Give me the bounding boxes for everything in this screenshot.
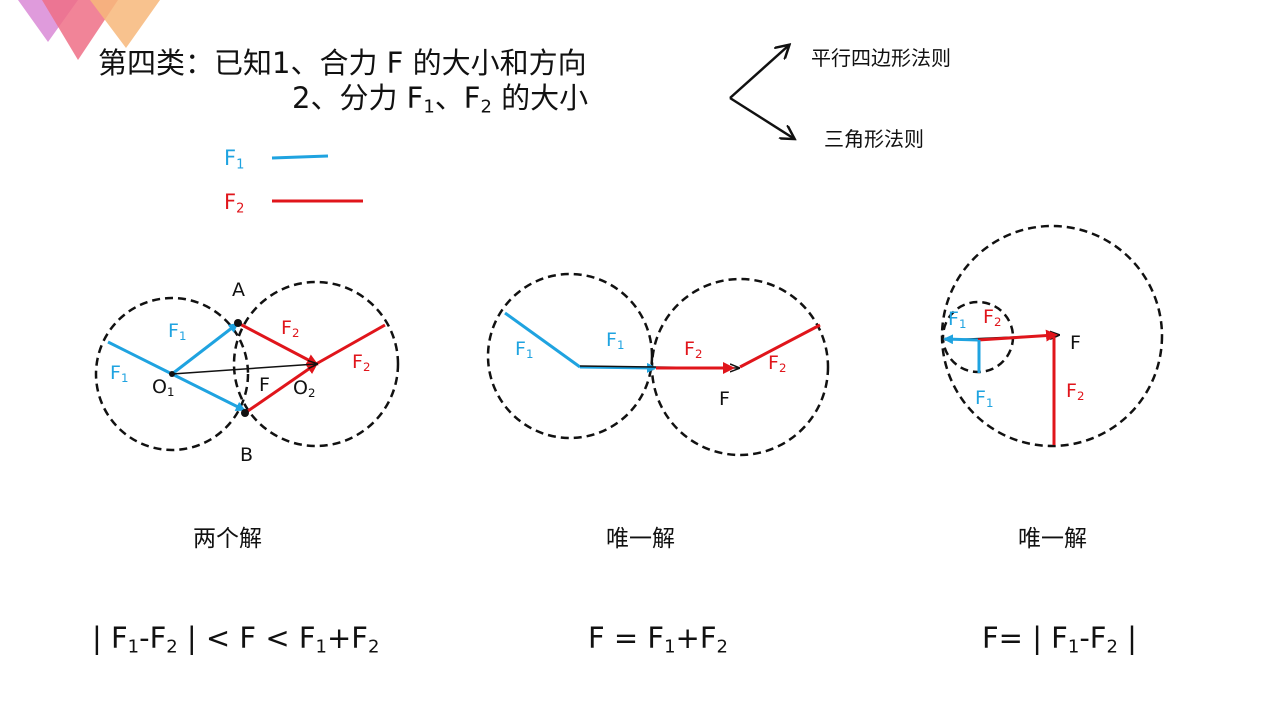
corner-decoration [18,0,160,60]
formula-unique-sum: F = F1+F2 [588,621,728,658]
f2-from-b [244,362,319,415]
label-o2: O2 [293,377,316,400]
f1-arrow [943,334,979,345]
f2-radius-right [315,323,386,366]
caption-two-solutions: 两个解 [193,526,262,552]
label-f1-upper: F1 [168,320,187,343]
f2-arrow [977,329,1058,342]
label-f2-upper: F2 [983,306,1002,329]
circle-o2 [232,280,400,448]
label-resultant: F [259,374,270,396]
point-a [234,319,242,327]
f1-to-b [171,372,246,412]
label-a: A [232,279,245,301]
caption-unique-solution-2: 唯一解 [1018,526,1087,552]
method-parallelogram: 平行四边形法则 [811,46,951,70]
heading-line2: 2、分力 F1、F2 的大小 [292,81,589,118]
label-f2-right: F2 [352,351,371,374]
method-triangle: 三角形法则 [824,127,924,151]
label-b: B [240,444,254,466]
point-o1 [169,371,175,377]
label-f2-right: F2 [768,352,787,375]
label-f1-left: F1 [110,362,129,385]
resultant-f [171,364,316,375]
formula-two-solutions: | F1-F2 | < F < F1+F2 [92,621,380,658]
label-f1-lower: F1 [975,387,994,410]
label-o1: O1 [152,376,175,399]
label-f2-lower: F2 [1066,380,1085,403]
circle-left [486,272,654,440]
f2-radius [739,323,821,369]
legend-f1-label: F1 [224,146,245,173]
f1-radius [504,311,581,369]
point-b [241,409,249,417]
circle-o1 [94,296,250,452]
label-resultant: F [1070,332,1081,354]
legend-f1-line [271,154,329,160]
label-f2-left: F2 [684,338,703,361]
f1-radius-left [107,340,173,376]
f1-to-a [171,322,239,376]
label-f1-upper: F1 [948,308,967,331]
legend-f2-label: F2 [224,190,245,217]
label-resultant: F [719,388,730,410]
caption-unique-solution-1: 唯一解 [606,526,675,552]
label-f1-upper: F1 [606,329,625,352]
diagram1 [94,280,400,452]
f2-from-a [237,321,319,366]
method-arrows [729,46,793,138]
formula-unique-diff: F= | F1-F2 | [982,621,1137,658]
label-f2-upper: F2 [281,317,300,340]
heading-line1: 第四类：已知1、合力 F 的大小和方向 [98,46,587,80]
diagram2 [486,272,830,457]
diagram3 [940,224,1164,448]
f1-arrow [579,362,657,373]
label-f1-left: F1 [515,338,534,361]
